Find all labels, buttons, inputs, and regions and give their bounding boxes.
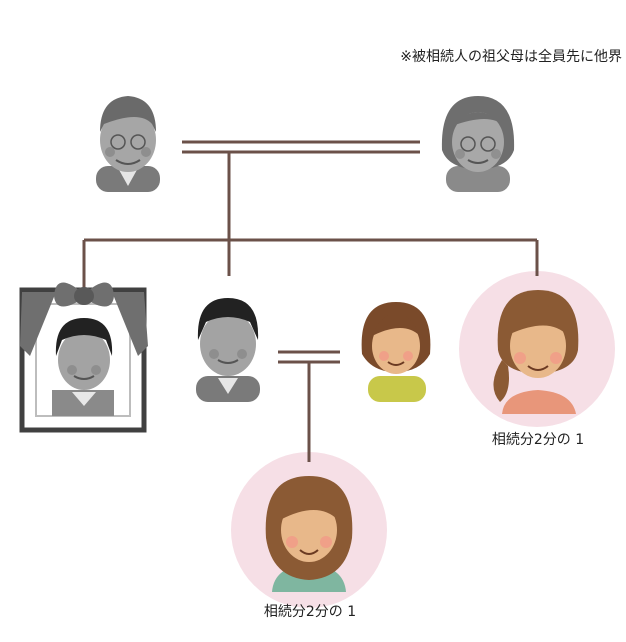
share-label-niece: 相続分2分の 1 <box>263 604 357 620</box>
share-label-sister: 相続分2分の 1 <box>491 432 585 448</box>
elderly-man-icon <box>96 96 160 192</box>
relationship-lines <box>82 140 539 462</box>
mourning-ribbon-icon <box>20 282 148 356</box>
woman-icon-sister <box>493 290 579 414</box>
man-icon <box>196 298 260 402</box>
elderly-woman-icon <box>441 96 515 192</box>
woman-icon-sister-in-law <box>361 302 431 402</box>
note-grandparents-deceased: ※被相続人の祖父母は全員先に他界 <box>400 49 622 65</box>
girl-icon-niece <box>265 476 353 592</box>
memorial-portrait-icon <box>19 282 148 433</box>
